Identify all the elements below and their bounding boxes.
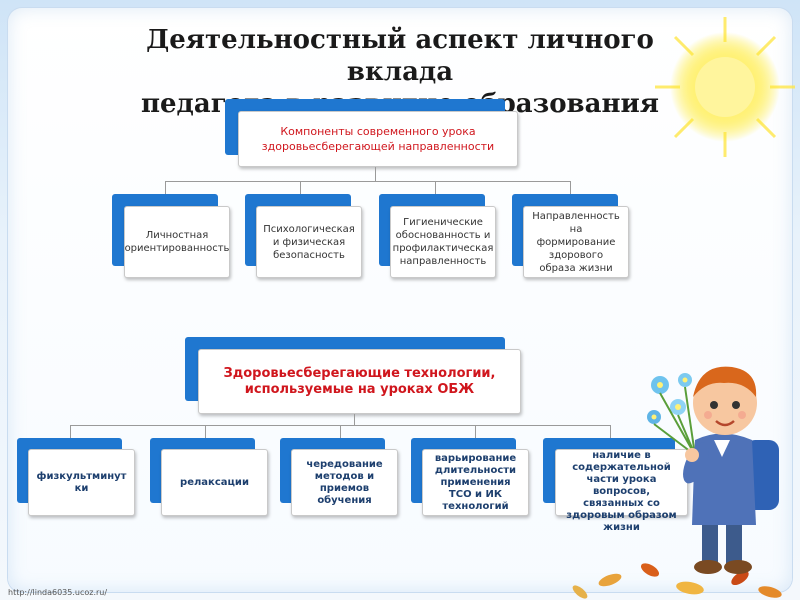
- diagram2-child: физкультминут ки: [28, 449, 135, 516]
- diagram1-child: Психологическая и физическая безопасност…: [256, 206, 362, 278]
- diagram1-connector: [375, 167, 376, 181]
- diagram2-root: Здоровьесберегающие технологии, использу…: [198, 349, 521, 414]
- diagram2-child: наличие в содержательной части урока воп…: [555, 449, 688, 533]
- diagram1-connector: [165, 181, 571, 182]
- diagram1-child: Направленность на формирование здорового…: [523, 206, 629, 278]
- diagram1-connector: [165, 181, 166, 194]
- diagram2-connector: [340, 425, 341, 439]
- diagram2-connector: [205, 425, 206, 439]
- diagram2-child: чередование методов и приемов обучения: [291, 449, 398, 516]
- diagram2-child: варьирование длительности применения ТСО…: [422, 449, 529, 516]
- boy-with-flowers-illustration: [647, 366, 779, 574]
- sun-icon: [655, 17, 795, 157]
- diagram1-child: Гигиенические обоснованность и профилакт…: [390, 206, 496, 278]
- diagram2-connector: [354, 414, 355, 425]
- source-url[interactable]: http://linda6035.ucoz.ru/: [8, 588, 108, 597]
- diagram1-connector: [435, 181, 436, 194]
- diagram2-connector: [475, 425, 476, 439]
- diagram1-child: Личностная ориентированность: [124, 206, 230, 278]
- diagram1-connector: [300, 181, 301, 194]
- diagram2-connector: [70, 425, 71, 439]
- diagram1-connector: [570, 181, 571, 194]
- diagram1-root: Компоненты современного урока здоровьесб…: [238, 111, 518, 167]
- flowers-icon: [647, 373, 696, 456]
- diagram2-child: релаксации: [161, 449, 268, 516]
- diagram2-connector: [610, 425, 611, 439]
- title-line-1: Деятельностный аспект личного вклада: [146, 25, 654, 87]
- autumn-leaves-decoration: [572, 563, 782, 599]
